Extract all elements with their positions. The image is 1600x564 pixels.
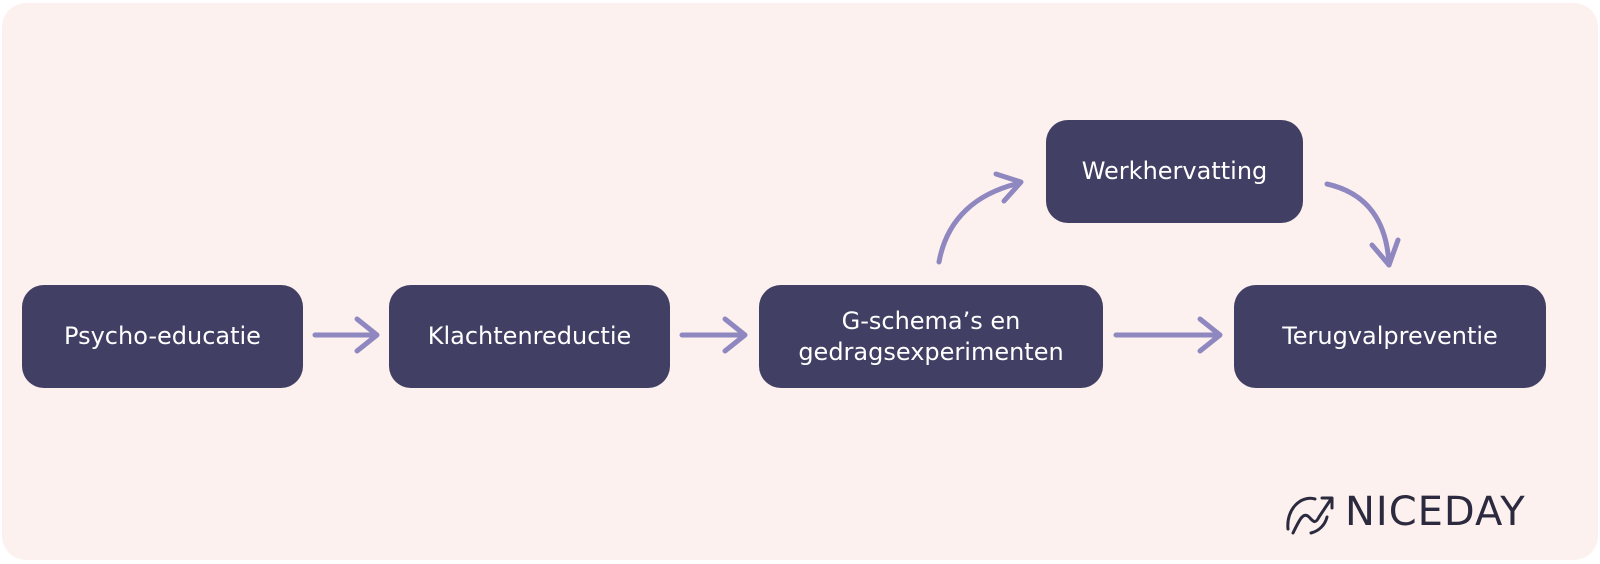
node-werkhervatting: Werkhervatting	[1046, 120, 1303, 223]
node-psycho-educatie: Psycho-educatie	[22, 285, 303, 388]
niceday-wordmark: NICEDAY	[1345, 489, 1526, 535]
node-klachtenreductie: Klachtenreductie	[389, 285, 670, 388]
niceday-logo: NICEDAY	[1283, 487, 1543, 539]
niceday-logo-icon	[1286, 496, 1334, 535]
diagram-canvas: Psycho-educatie Klachtenreductie G-schem…	[2, 3, 1598, 560]
flow-arrows	[312, 171, 1401, 354]
node-terugvalpreventie: Terugvalpreventie	[1234, 285, 1546, 388]
arrow-gschema-to-terugval	[1113, 316, 1223, 354]
arrow-psycho-to-klachten	[312, 316, 380, 354]
arrow-werkhervatting-to-terugval	[1324, 181, 1401, 268]
arrow-klachten-to-gschema	[679, 316, 748, 354]
arrow-gschema-to-werkhervatting	[936, 171, 1024, 265]
node-g-schemas-gedragsexperimenten: G-schema’s en gedragsexperimenten	[759, 285, 1103, 388]
